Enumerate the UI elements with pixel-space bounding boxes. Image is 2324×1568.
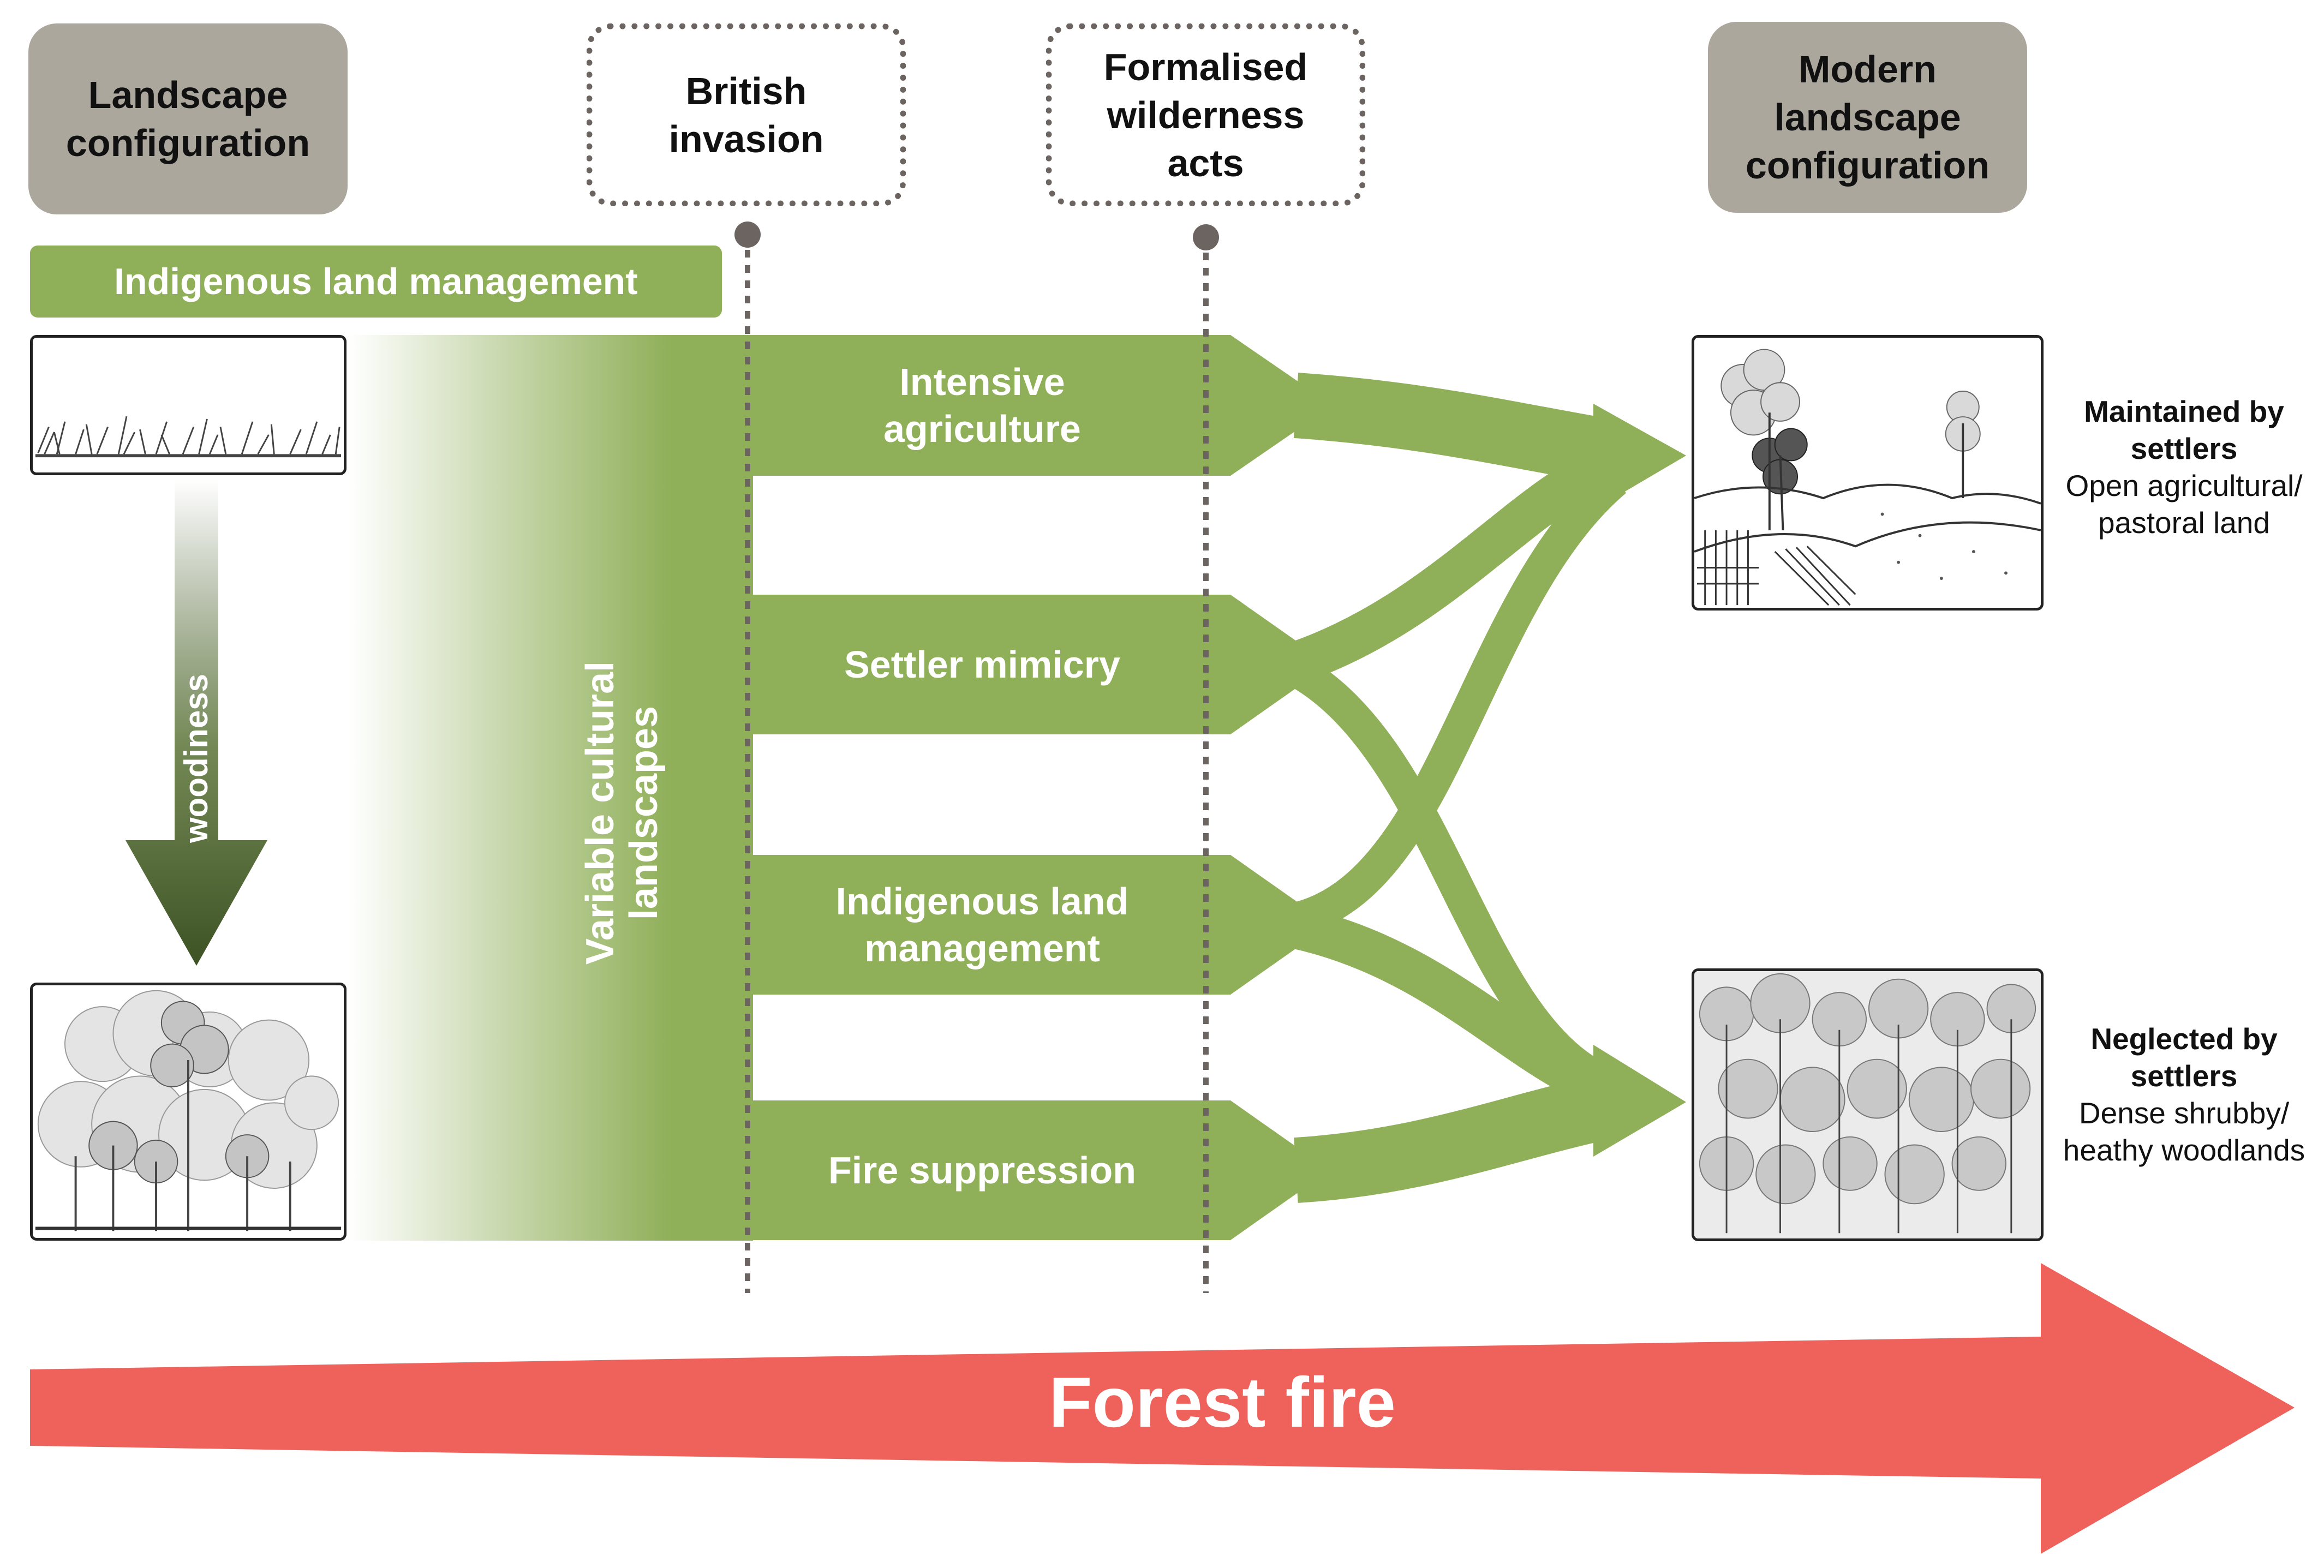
variable-cultural-landscapes-label: Variable cultural landscapes [578, 661, 666, 965]
maintained-description: Open agricultural/ pastoral land [2065, 469, 2303, 540]
band-settler-mimicry [748, 595, 1299, 734]
open-grassland-illustration [30, 335, 346, 475]
maintained-title: Maintained by settlers [2084, 394, 2284, 465]
arrowhead-neglected [1593, 1045, 1686, 1157]
maintained-outcome-note: Maintained by settlers Open agricultural… [2049, 393, 2319, 551]
pathway-label-intensive-agriculture: Intensive agriculture [883, 361, 1081, 450]
forest-fire-arrow [30, 1263, 2295, 1554]
timeline-markers [734, 222, 1219, 1293]
arrowhead-maintained [1593, 404, 1686, 510]
neglected-description: Dense shrubby/ heathy woodlands [2063, 1096, 2305, 1167]
cultural-landscape-gradient [349, 335, 753, 1241]
pathway-label-fire-suppression: Fire suppression [828, 1149, 1137, 1192]
dense-woodland-illustration [30, 983, 346, 1241]
pathway-label-settler-mimicry: Settler mimicry [844, 643, 1120, 686]
flow-mimicry-to-maintained [1289, 443, 1622, 683]
modern-configuration-box: Modern landscape configuration [1708, 22, 2027, 213]
british-invasion-box: British invasion [587, 23, 906, 206]
open-pastoral-illustration [1692, 335, 2044, 611]
band-fire-suppression [748, 1100, 1299, 1240]
pathway-bands [748, 335, 1299, 1240]
wilderness-acts-box: Formalised wilderness acts [1046, 23, 1365, 206]
flow-agriculture-to-maintained [1293, 373, 1621, 486]
pathway-label-indigenous-management: Indigenous land management [835, 880, 1129, 969]
woodiness-arrow [126, 480, 267, 966]
woodiness-label: woodiness [178, 673, 214, 843]
british-invasion-dot [734, 222, 761, 248]
wilderness-acts-dot [1193, 224, 1219, 250]
flow-indigenous-to-maintained [1292, 467, 1627, 936]
band-intensive-agriculture [748, 335, 1299, 476]
landscape-configuration-box: Landscape configuration [28, 23, 348, 214]
flow-streams [1287, 373, 1627, 1203]
dense-heathy-woodland-illustration [1692, 968, 2044, 1241]
flow-indigenous-to-neglected [1291, 906, 1621, 1112]
neglected-title: Neglected by settlers [2090, 1022, 2278, 1093]
indigenous-management-banner: Indigenous land management [30, 246, 722, 318]
neglected-outcome-note: Neglected by settlers Dense shrubby/ hea… [2049, 1020, 2319, 1178]
band-indigenous-management [748, 855, 1299, 995]
forest-fire-label: Forest fire [1049, 1362, 1396, 1442]
flow-suppression-to-neglected [1294, 1073, 1622, 1203]
